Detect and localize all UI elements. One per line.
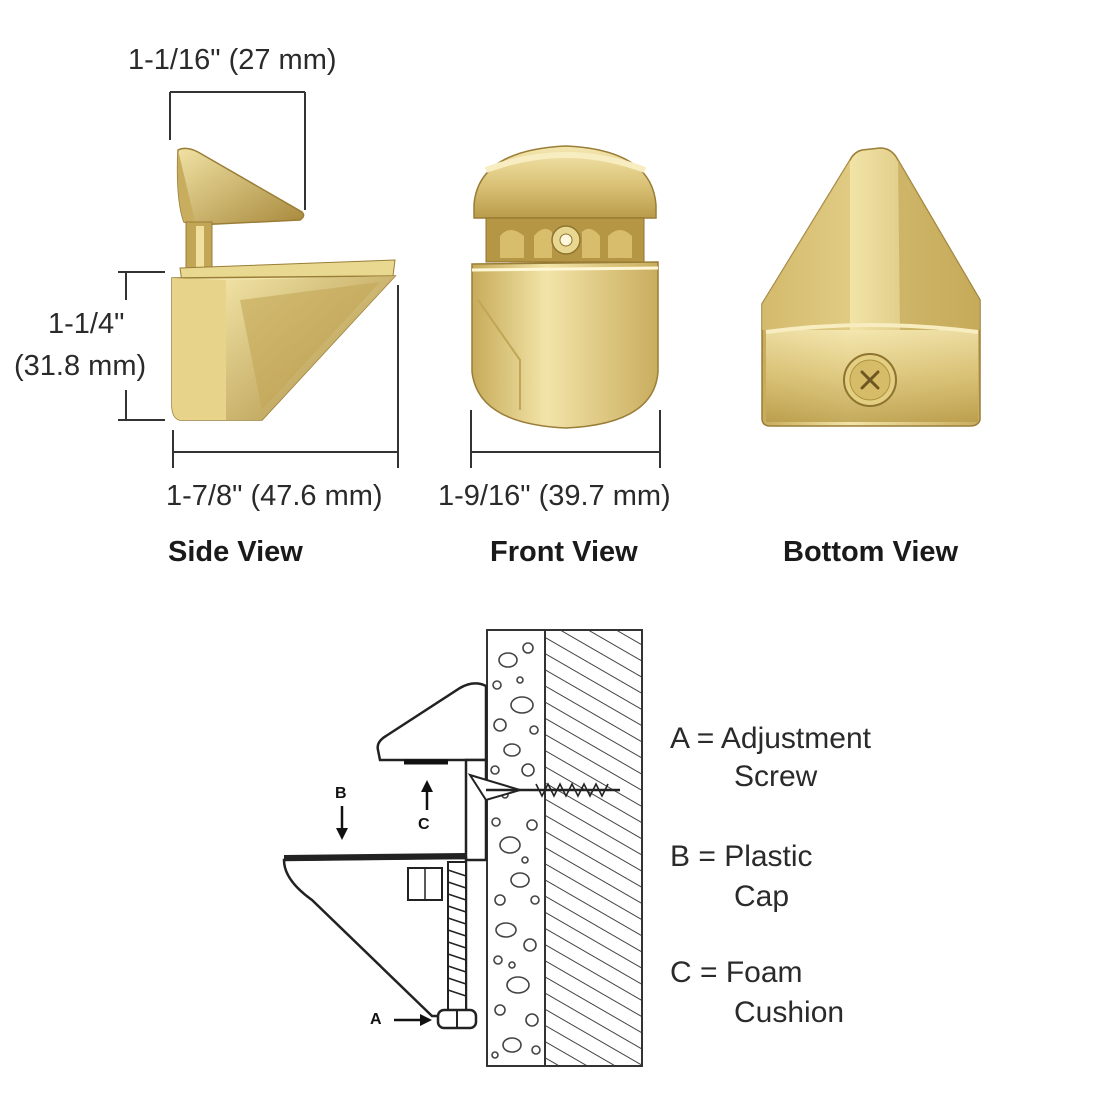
screw-head-icon: [860, 370, 880, 390]
front-view-title: Front View: [490, 536, 638, 568]
bottom-view-title: Bottom View: [783, 536, 959, 568]
side-width-label: 1-1/16" (27 mm): [128, 44, 337, 76]
side-height-label-line2: (31.8 mm): [14, 350, 147, 382]
side-height-label-line1: 1-1/4": [48, 308, 125, 340]
callout-a: A: [370, 1011, 382, 1028]
callout-b: B: [335, 785, 347, 802]
legend-a-line1: A = Adjustment: [670, 722, 871, 755]
front-view-bracket: [471, 145, 659, 429]
legend-c-line1: C = Foam: [670, 956, 803, 989]
arrow-a-icon: [394, 1014, 432, 1026]
arrow-b-icon: [336, 806, 348, 840]
installation-diagram: [282, 629, 643, 1067]
front-width-dimension: [470, 410, 661, 468]
side-view-bracket: [171, 147, 397, 421]
side-depth-label: 1-7/8" (47.6 mm): [166, 480, 383, 512]
side-width-dimension: [169, 91, 306, 210]
aggregate-texture: [490, 642, 541, 1059]
legend-a-line2: Screw: [734, 760, 818, 793]
side-view-title: Side View: [168, 536, 303, 568]
legend-c-line2: Cushion: [734, 996, 845, 1029]
callout-c: C: [418, 816, 430, 833]
side-height-dimension: [118, 271, 165, 421]
legend-b-line2: Cap: [734, 880, 790, 913]
arrow-c-icon: [421, 780, 433, 810]
legend-b-line1: B = Plastic: [670, 840, 813, 873]
front-width-label: 1-9/16" (39.7 mm): [438, 480, 671, 512]
bottom-view-bracket: [761, 147, 981, 427]
side-depth-dimension: [172, 285, 399, 468]
